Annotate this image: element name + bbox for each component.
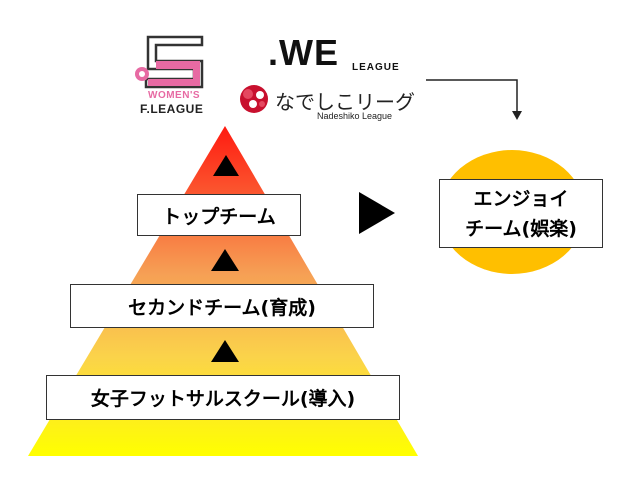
nadeshiko-flower-icon xyxy=(240,85,268,113)
up-triangle-icon xyxy=(213,155,239,176)
connector-line xyxy=(426,79,518,112)
futsal-school-box: 女子フットサルスクール(導入) xyxy=(46,375,400,420)
nadeshiko-league-en: Nadeshiko League xyxy=(317,111,393,121)
enjoy-team-line1: エンジョイ xyxy=(473,187,569,210)
we-league-logo-suffix: LEAGUE xyxy=(352,62,400,73)
top-team-box: トップチーム xyxy=(137,194,301,236)
enjoy-team-line2: チーム(娯楽) xyxy=(465,217,577,240)
arrow-down-icon xyxy=(512,111,522,120)
nadeshiko-league-jp: なでしこリーグ xyxy=(275,90,415,114)
womens-f-league-logo xyxy=(135,35,204,89)
up-triangle-icon xyxy=(211,340,239,362)
enjoy-team-box: エンジョイ チーム(娯楽) xyxy=(439,179,603,248)
up-triangle-icon xyxy=(211,249,239,271)
second-team-box: セカンドチーム(育成) xyxy=(70,284,374,328)
womens-f-league-line2: F.LEAGUE xyxy=(140,102,204,116)
womens-f-league-line1: WOMEN'S xyxy=(148,90,200,101)
right-triangle-icon xyxy=(359,192,395,234)
we-league-logo-main: .WE xyxy=(268,32,339,73)
